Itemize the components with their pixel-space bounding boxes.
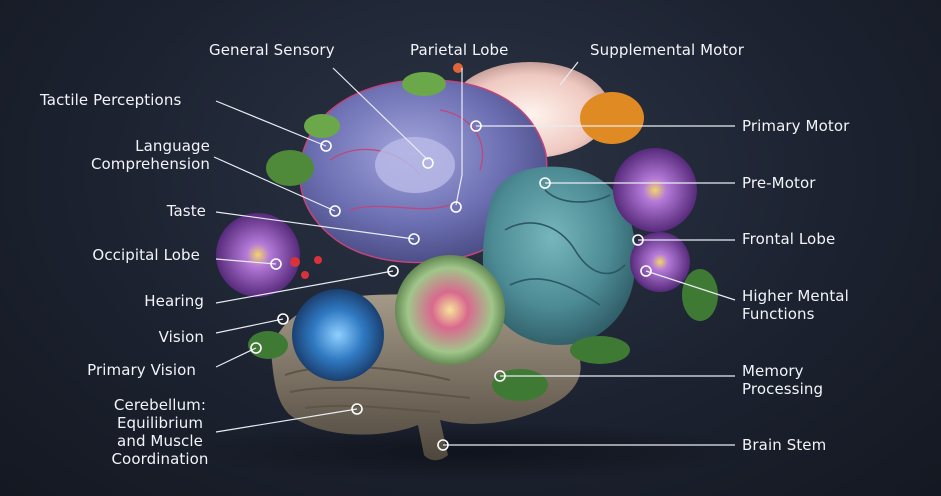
red-berry — [290, 257, 300, 267]
marker-primary-motor — [470, 120, 482, 132]
label-vision: Vision — [158, 328, 204, 346]
cerebellum-fold — [289, 386, 471, 399]
leader-line-parietal-lobe — [455, 68, 463, 206]
leader-line-taste — [215, 211, 415, 240]
blue-flower — [292, 289, 384, 381]
label-line: Coordination — [111, 450, 209, 468]
label-occipital-lobe: Occipital Lobe — [92, 246, 200, 264]
leader-line-vision — [215, 318, 284, 334]
leader-line-general-sensory — [332, 67, 429, 161]
gyrus-line — [544, 189, 611, 203]
marker-pre-motor — [539, 177, 551, 189]
leader-line-hearing — [215, 270, 394, 304]
frontal-lobe-shape — [482, 166, 636, 345]
green-leaf — [492, 369, 548, 401]
label-higher-mental-functions: Higher Mental Functions — [742, 287, 849, 323]
label-line: Memory — [742, 362, 804, 380]
leader-line-higher-mental-functions — [645, 270, 736, 301]
ground-shadow — [190, 422, 750, 482]
label-taste: Taste — [166, 202, 206, 220]
label-line: Functions — [742, 305, 815, 323]
label-brain-stem: Brain Stem — [742, 436, 827, 454]
label-memory-processing: Memory Processing — [742, 362, 823, 398]
label-line: Higher Mental — [742, 287, 849, 305]
label-general-sensory: General Sensory — [209, 41, 335, 59]
red-berry — [314, 256, 322, 264]
marker-occipital-lobe — [270, 258, 282, 270]
leader-line-primary-vision — [215, 347, 257, 368]
marker-vision — [277, 313, 289, 325]
marker-language-comprehension — [329, 205, 341, 217]
label-line: Processing — [742, 380, 824, 398]
leader-line-occipital-lobe — [215, 258, 277, 265]
label-language-comprehension: Language Comprehension — [60, 137, 210, 173]
label-line: Equilibrium — [116, 414, 204, 432]
violet-flower-left — [216, 213, 300, 297]
marker-hearing — [387, 265, 399, 277]
label-primary-vision: Primary Vision — [87, 361, 196, 379]
leader-line-tactile-perceptions — [215, 100, 327, 147]
green-leaf — [570, 336, 630, 364]
marker-frontal-lobe — [632, 234, 644, 246]
label-pre-motor: Pre-Motor — [742, 174, 816, 192]
marker-tactile-perceptions — [320, 140, 332, 152]
marker-brain-stem — [437, 439, 449, 451]
violet-flower-right-small — [630, 232, 690, 292]
violet-flower-right — [613, 148, 697, 232]
label-line: Comprehension — [90, 155, 210, 173]
label-tactile-perceptions: Tactile Perceptions — [40, 91, 182, 109]
pink-succulent — [395, 255, 505, 365]
label-hearing: Hearing — [144, 292, 204, 310]
label-cerebellum: Cerebellum: Equilibrium and Muscle Coord… — [95, 396, 225, 468]
label-parietal-lobe: Parietal Lobe — [410, 41, 509, 59]
marker-parietal-lobe — [450, 201, 462, 213]
inner-petals — [375, 137, 455, 193]
red-berry — [301, 271, 309, 279]
leader-line-supplemental-motor — [559, 61, 579, 86]
marker-general-sensory — [422, 157, 434, 169]
marker-memory-processing — [494, 370, 506, 382]
gyrus-line — [504, 222, 626, 275]
marker-primary-vision — [250, 342, 262, 354]
green-leaf — [682, 269, 718, 321]
cerebellum-fold — [304, 404, 441, 413]
leader-line-cerebellum — [215, 408, 358, 433]
label-primary-motor: Primary Motor — [742, 117, 850, 135]
gyrus-line — [509, 278, 601, 306]
orange-flower — [580, 92, 644, 144]
gyrus-line — [349, 204, 451, 211]
green-sprig — [304, 114, 340, 138]
green-sprig — [402, 72, 446, 96]
label-line: Cerebellum: — [113, 396, 207, 414]
green-leaf — [248, 331, 288, 359]
label-supplemental-motor: Supplemental Motor — [590, 41, 744, 59]
marker-cerebellum — [351, 403, 363, 415]
marker-higher-mental-functions — [640, 265, 652, 277]
marker-taste — [408, 233, 420, 245]
green-sprig — [266, 150, 314, 186]
red-berry — [453, 63, 463, 73]
label-line: Language — [135, 137, 210, 155]
label-line: and Muscle — [117, 432, 203, 450]
label-frontal-lobe: Frontal Lobe — [742, 230, 836, 248]
leader-line-language-comprehension — [213, 156, 336, 212]
